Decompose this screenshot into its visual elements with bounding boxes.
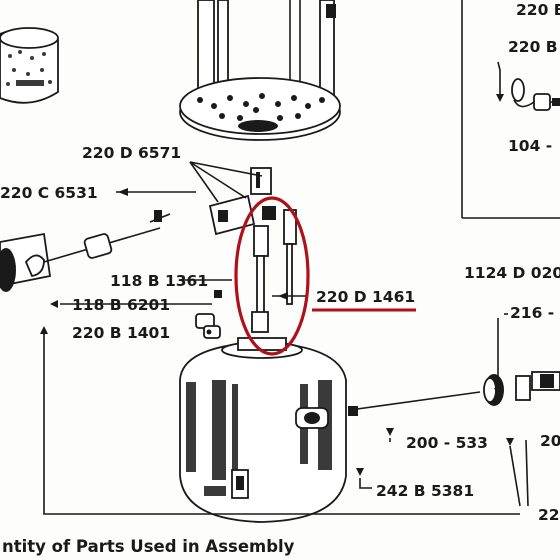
label-220c6531: 220 C 6531: [0, 184, 98, 202]
label-top-right-2: 220 B: [508, 38, 558, 56]
label-220d1461: 220 D 1461: [316, 288, 415, 306]
inset-box: [461, 0, 560, 219]
label-118b6201: 118 B 6201: [72, 296, 170, 314]
frame-rods: [197, 0, 336, 105]
small-fittings: [195, 290, 222, 339]
leader-lines: [40, 161, 529, 515]
label-118b1361: 118 B 1361: [110, 272, 208, 290]
highlight-circle: [234, 196, 310, 356]
label-220d6571: 220 D 6571: [82, 144, 181, 162]
generator-assembly: [250, 167, 297, 333]
label-216: 216 -: [510, 304, 554, 322]
label-220b1401: 220 B 1401: [72, 324, 170, 342]
burner-plate: [179, 77, 341, 141]
caption-text: ntity of Parts Used in Assembly: [2, 537, 295, 556]
collar-part: [0, 27, 59, 104]
fuel-tank: [179, 337, 347, 523]
label-top-right-1: 220 B: [516, 1, 560, 19]
needle-assembly: [0, 210, 171, 292]
label-20: 20: [540, 432, 560, 450]
label-242b5381: 242 B 5381: [376, 482, 474, 500]
pump-plunger: [348, 318, 560, 416]
label-22: 22: [538, 506, 560, 524]
valve-body: [208, 194, 256, 236]
label-1124d020: 1124 D 020: [464, 264, 560, 282]
label-top-right-3: 104 -: [508, 137, 552, 155]
label-200-533: 200 - 533: [406, 434, 488, 452]
